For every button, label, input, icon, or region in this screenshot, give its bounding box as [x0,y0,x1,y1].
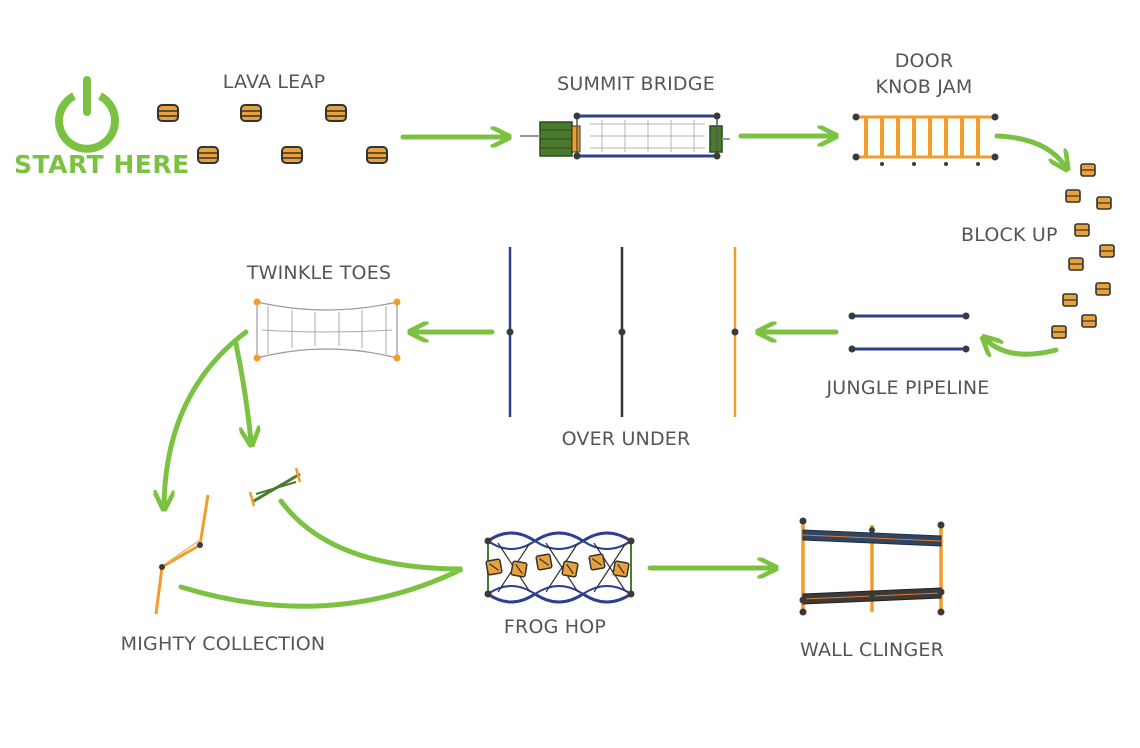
arrow-twinkle-to-mighty-left [164,329,249,505]
power-icon [55,76,119,153]
door-knob-jam-label-line1: DOOR [894,50,954,72]
summit-bridge-station [520,112,730,160]
block-up-label: BLOCK UP [961,224,1058,246]
start-here-label: START HERE [14,150,190,179]
jungle-pipeline-station [848,312,970,353]
over-under-station [506,247,739,417]
flow-arrows [164,133,1065,609]
lava-leap-station [157,104,388,164]
mighty-collection-label: MIGHTY COLLECTION [120,633,326,655]
lava-leap-block [157,104,179,122]
arrow-doorknob-to-blockup [994,133,1065,166]
lava-leap-label: LAVA LEAP [222,71,326,93]
lava-leap-block [281,146,303,164]
lava-leap-block [197,146,219,164]
mighty-collection-station [154,467,302,615]
arrow-mighty-to-frog [178,498,464,609]
lava-leap-block [240,104,262,122]
block-up-station [1051,163,1115,339]
frog-hop-station [484,531,635,604]
lava-leap-block [325,104,347,122]
twinkle-toes-station [253,298,401,362]
door-knob-jam-label-line2: KNOB JAM [875,76,973,98]
wall-clinger-label: WALL CLINGER [800,639,944,661]
jungle-pipeline-label: JUNGLE PIPELINE [826,377,990,399]
arrow-twinkle-to-mighty-right [233,341,251,441]
arrow-blockup-to-pipeline [986,340,1059,354]
twinkle-toes-label: TWINKLE TOES [246,262,392,284]
over-under-label: OVER UNDER [561,428,691,450]
door-knob-jam-station [852,113,999,166]
frog-hop-label: FROG HOP [503,616,607,638]
wall-clinger-station [799,517,945,616]
summit-bridge-label: SUMMIT BRIDGE [557,73,715,95]
lava-leap-block [366,146,388,164]
